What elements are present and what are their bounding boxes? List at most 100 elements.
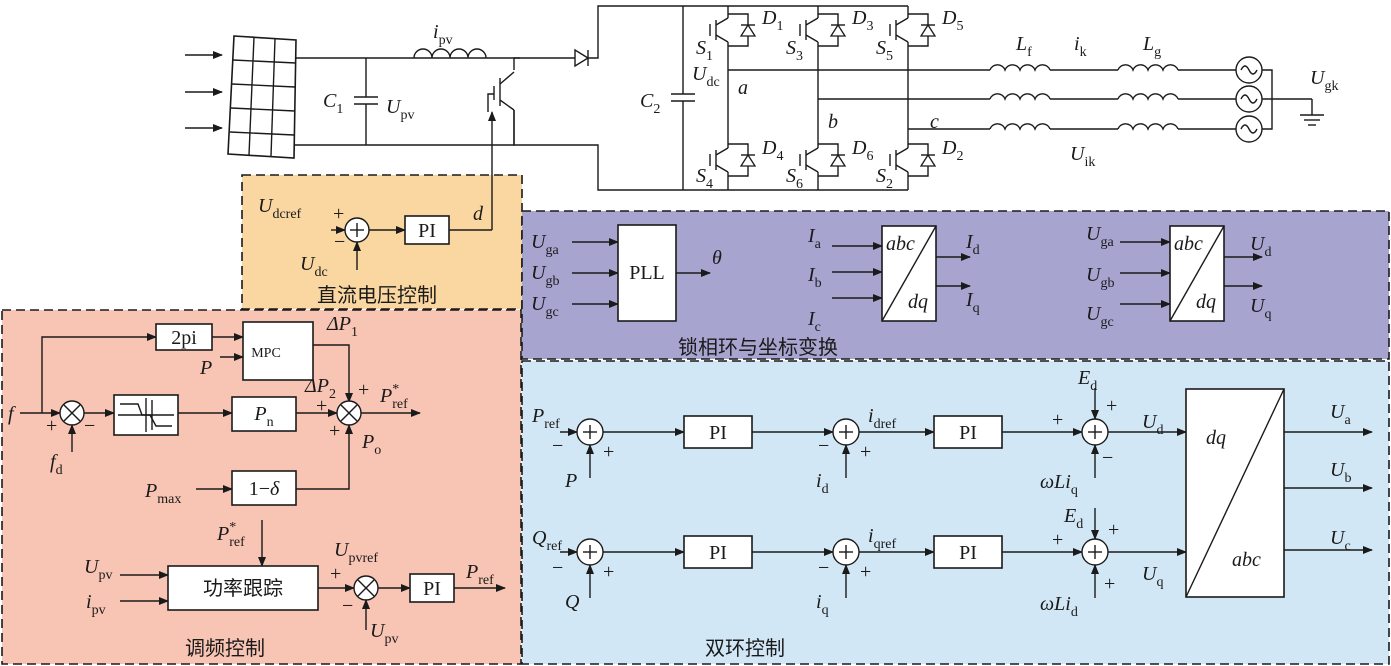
udcref-label: Udcref: [258, 195, 302, 222]
wlid-label: ωLid: [1040, 593, 1078, 620]
ud-label: Ud: [1142, 411, 1163, 438]
ugc-label: Ugc: [1086, 303, 1114, 330]
two-pi-block: [155, 323, 213, 351]
plus-sign: +: [1052, 409, 1063, 431]
po-label: Po: [361, 431, 381, 458]
ub-output-label: Ub: [1330, 459, 1351, 486]
freq-pi-label: PI: [423, 578, 441, 600]
id-feedback-label: id: [816, 470, 829, 497]
abc-dq-current-abc: abc: [886, 233, 915, 255]
dual-loop-control-title: 双环控制: [705, 636, 785, 660]
upvref-label: Upvref: [334, 539, 378, 566]
dc-voltage-control: PI: [331, 215, 492, 270]
iq-feedback-label: iq: [816, 591, 829, 618]
pn-label: Pn: [253, 403, 273, 430]
igbt-switch-icon: [889, 12, 939, 48]
pi-label: PI: [709, 542, 727, 564]
ipv-input-label: ipv: [86, 591, 106, 618]
theta-label: θ: [712, 247, 722, 269]
pll-label: PLL: [629, 262, 665, 284]
node-a-label: a: [738, 77, 748, 99]
abc-dq-current-dq: dq: [908, 291, 928, 313]
uq-label: Uq: [1142, 563, 1163, 590]
ik-label: ik: [1074, 33, 1087, 60]
plus-sign: +: [860, 441, 871, 463]
lf-label: Lf: [1015, 33, 1032, 60]
one-minus-delta-block: [231, 470, 297, 506]
plus-sign: +: [603, 441, 614, 463]
plus-sign: +: [1108, 519, 1119, 541]
dq-abc-abc-label: abc: [1232, 549, 1261, 571]
ac-source-icon: [1235, 85, 1263, 113]
switch-label: S1: [696, 37, 713, 64]
minus-sign: −: [552, 557, 563, 579]
pi-label: PI: [959, 542, 977, 564]
grid-inductor-icon: [1117, 123, 1179, 132]
dp1-label: ΔP1: [326, 313, 358, 340]
ugb-label: Ugb: [1086, 264, 1114, 291]
pmax-label: Pmax: [144, 480, 181, 507]
switch-label: S5: [876, 37, 893, 64]
upv-feedback-label: Upv: [370, 620, 398, 647]
plus-sign: +: [358, 379, 369, 401]
plus-sign: +: [1052, 529, 1063, 551]
abc-dq-voltage-abc: abc: [1174, 233, 1203, 255]
pv-inductor-icon: [413, 48, 487, 59]
upv-input-label: Upv: [84, 556, 112, 583]
ac-source-icon: [1235, 56, 1263, 84]
dq-abc-block-group: dq abc: [1185, 388, 1373, 598]
dc-pi-block: [404, 215, 450, 245]
pi-label: PI: [709, 422, 727, 444]
ac-source-icon: [1235, 115, 1263, 143]
minus-sign: −: [552, 435, 563, 457]
pref-label: Pref: [531, 405, 560, 432]
filter-inductor-icon: [989, 93, 1051, 102]
dp2-label: ΔP2: [304, 375, 336, 402]
ugc-label: Ugc: [531, 293, 559, 320]
duty-label: d: [473, 203, 484, 225]
c2-label: C2: [640, 90, 660, 117]
pn-block: [231, 396, 297, 432]
grid-inductor-icon: [1117, 93, 1179, 102]
grid-filter: [989, 56, 1263, 143]
switch-label: S6: [786, 165, 803, 192]
uc-output-label: Uc: [1330, 527, 1351, 554]
uga-label: Uga: [531, 231, 559, 258]
idref-label: idref: [868, 405, 896, 432]
ugb-label: Ugb: [531, 262, 559, 289]
dc-bus-voltage-label: Udc: [692, 63, 720, 90]
pv-current-label: ipv: [433, 21, 453, 48]
uga-label: Uga: [1086, 223, 1114, 250]
minus-sign: −: [84, 415, 95, 437]
dc-voltage-control-region: [241, 174, 523, 310]
iqref-label: iqref: [868, 525, 896, 552]
plus-sign: +: [1104, 573, 1115, 595]
diode-label: D5: [941, 7, 963, 34]
two-pi-label: 2pi: [171, 327, 197, 349]
ground-icon: [1300, 114, 1324, 126]
mpc-label: MPC: [251, 346, 281, 361]
frequency-control-title: 调频控制: [185, 636, 265, 660]
plus-sign: +: [330, 563, 341, 585]
udc-feedback-label: Udc: [300, 253, 328, 280]
iq-output-label: Iq: [965, 289, 980, 316]
minus-sign: −: [334, 231, 345, 253]
igbt-switch-icon: [799, 142, 849, 178]
mpc-block: [242, 321, 314, 381]
diode-label: D2: [941, 137, 963, 164]
power-tracking-label: 功率跟踪: [203, 576, 283, 600]
plus-sign: +: [333, 203, 344, 225]
ud-output-label: Ud: [1250, 233, 1271, 260]
filter-inductor-icon: [989, 123, 1051, 132]
uik-label: Uik: [1070, 143, 1095, 170]
pref-star-input-label: P*ref: [216, 520, 245, 550]
p-feedback-label: P: [564, 470, 577, 492]
power-tracking-block: [167, 565, 319, 611]
plus-sign: +: [329, 420, 340, 442]
qref-label: Qref: [532, 527, 562, 554]
pref-output-label: Pref: [465, 561, 494, 588]
pll-transform-title: 锁相环与坐标变换: [678, 335, 838, 359]
